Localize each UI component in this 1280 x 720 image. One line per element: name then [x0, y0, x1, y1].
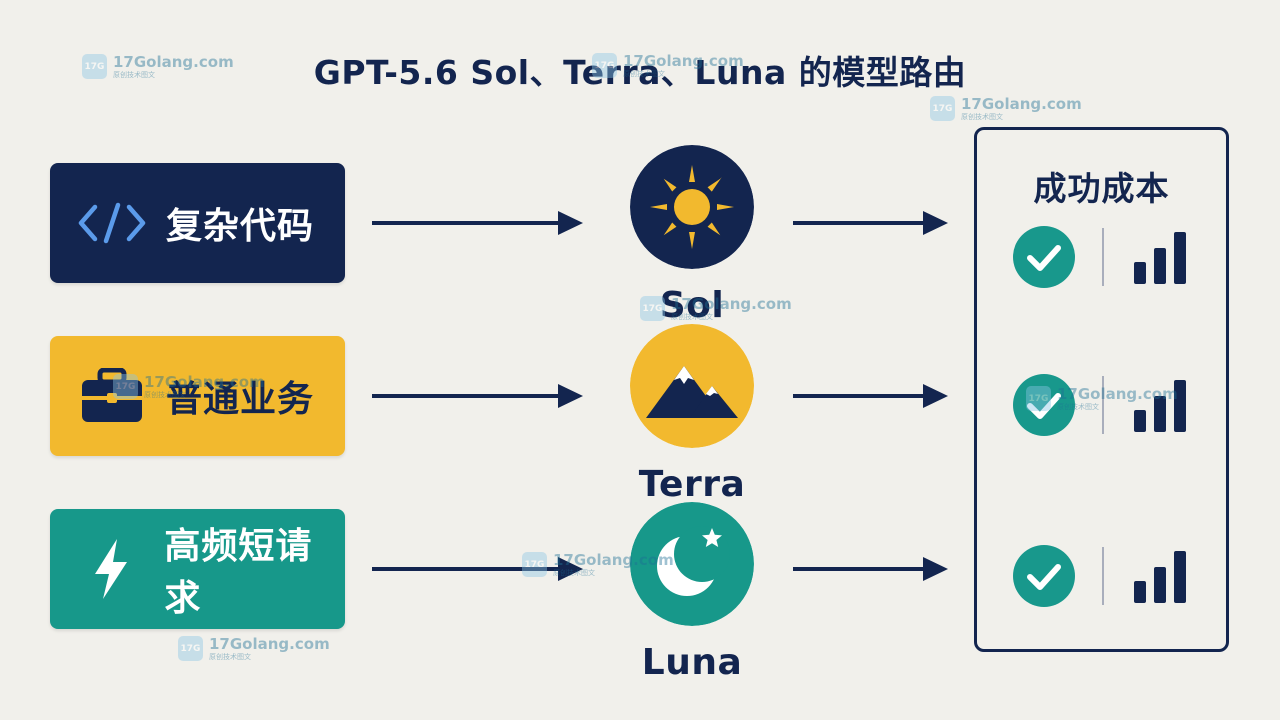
watermark-site: 17Golang.com — [144, 372, 265, 391]
result-row — [1013, 226, 1203, 290]
watermark-sub: 原创技术图文 — [553, 568, 595, 577]
model-sol: Sol — [630, 145, 754, 326]
watermark-site: 17Golang.com — [553, 550, 674, 569]
category-label: 高频短请求 — [164, 526, 313, 619]
result-panel: 成功成本 — [974, 127, 1229, 652]
divider — [1102, 228, 1104, 286]
watermark-sub: 原创技术图文 — [671, 312, 713, 321]
category-high-frequency: 高频短请求 — [50, 509, 345, 629]
divider — [1102, 376, 1104, 434]
watermark-site: 17Golang.com — [671, 294, 792, 313]
sun-icon — [630, 145, 754, 269]
category-complex-code: 复杂代码 — [50, 163, 345, 283]
watermark-logo-icon: 17G — [592, 53, 617, 78]
arrow-right-icon — [793, 211, 948, 235]
code-brackets-icon — [76, 187, 148, 259]
page-title: GPT-5.6 Sol、Terra、Luna 的模型路由 — [313, 53, 967, 92]
watermark-site: 17Golang.com — [209, 634, 330, 653]
category-label: 复杂代码 — [166, 206, 315, 247]
arrow-right-icon — [793, 557, 948, 581]
model-luna: Luna — [630, 502, 754, 683]
bar-level-icon — [1134, 380, 1186, 432]
watermark-site: 17Golang.com — [623, 51, 744, 70]
bar-level-icon — [1134, 551, 1186, 603]
model-name: Sol — [659, 285, 725, 326]
mountain-icon — [630, 324, 754, 448]
watermark-logo-icon: 17G — [1026, 386, 1051, 411]
arrow-right-icon — [793, 384, 948, 408]
model-terra: Terra — [630, 324, 754, 505]
watermark-logo-icon: 17G — [640, 296, 665, 321]
divider — [1102, 547, 1104, 605]
watermark-sub: 原创技术图文 — [144, 390, 186, 399]
watermark-logo-icon: 17G — [113, 374, 138, 399]
watermark-logo-icon: 17G — [178, 636, 203, 661]
watermark-site: 17Golang.com — [113, 52, 234, 71]
arrow-right-icon — [372, 384, 583, 408]
model-name: Luna — [641, 642, 743, 683]
briefcase-icon — [76, 360, 148, 432]
check-circle-icon — [1013, 226, 1075, 288]
watermark-sub: 原创技术图文 — [623, 69, 665, 78]
watermark-logo-icon: 17G — [930, 96, 955, 121]
watermark-sub: 原创技术图文 — [1057, 402, 1099, 411]
category-business: 普通业务 — [50, 336, 345, 456]
watermark-sub: 原创技术图文 — [961, 112, 1003, 121]
result-row — [1013, 374, 1203, 438]
check-circle-icon — [1013, 545, 1075, 607]
watermark-logo-icon: 17G — [82, 54, 107, 79]
arrow-right-icon — [372, 557, 583, 581]
panel-title: 成功成本 — [1033, 169, 1170, 208]
watermark-logo-icon: 17G — [522, 552, 547, 577]
watermark-sub: 原创技术图文 — [113, 70, 155, 79]
lightning-bolt-icon — [76, 533, 146, 605]
check-circle-icon — [1013, 374, 1075, 436]
arrow-right-icon — [372, 211, 583, 235]
model-name: Terra — [638, 464, 746, 505]
watermark-sub: 原创技术图文 — [209, 652, 251, 661]
bar-level-icon — [1134, 232, 1186, 284]
category-label: 普通业务 — [166, 379, 315, 420]
moon-star-icon — [630, 502, 754, 626]
watermark-site: 17Golang.com — [961, 94, 1082, 113]
watermark-site: 17Golang.com — [1057, 384, 1178, 403]
result-row — [1013, 545, 1203, 609]
